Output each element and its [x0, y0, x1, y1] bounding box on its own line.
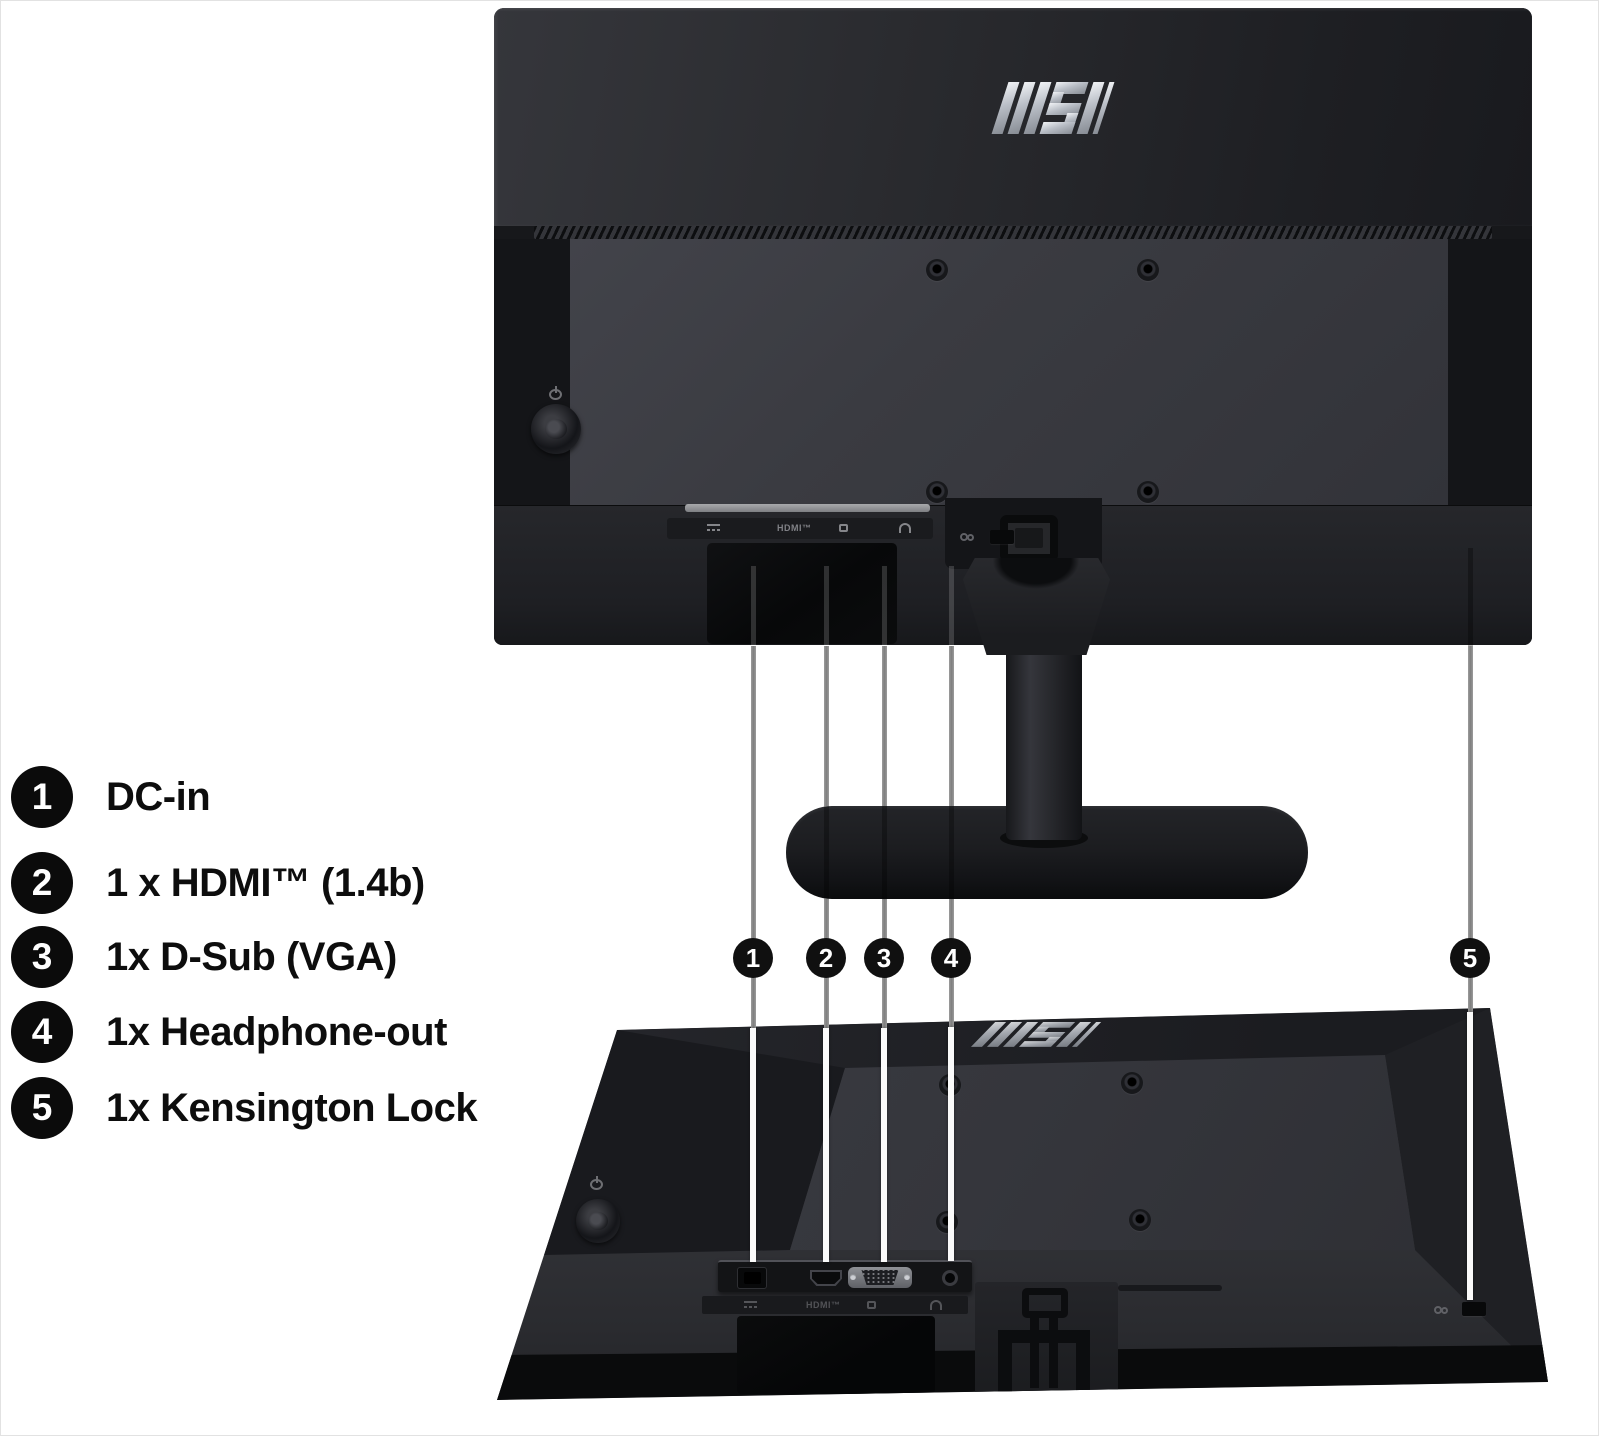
monitor-rear-view: HDMI™ — [494, 8, 1532, 645]
port-bay-cutout — [737, 1316, 935, 1394]
stand-neck — [963, 558, 1110, 655]
port-label-strip: HDMI™ — [667, 518, 933, 539]
hdmi-label: HDMI™ — [777, 523, 812, 533]
callout-line-4 — [948, 1027, 954, 1261]
hdmi-port — [810, 1270, 842, 1286]
callout-line-5 — [1467, 1012, 1473, 1300]
legend-item-dc-in: 1 DC-in — [11, 766, 211, 828]
callout-circle-1: 1 — [733, 938, 773, 978]
legend-label: 1 x HDMI™ (1.4b) — [106, 860, 425, 905]
vesa-screw-hole — [1129, 1209, 1151, 1231]
legend-item-dsub: 3 1x D-Sub (VGA) — [11, 926, 397, 988]
callout-circle-2: 2 — [806, 938, 846, 978]
port-label-strip: HDMI™ — [702, 1296, 968, 1314]
stand-leg — [1076, 1343, 1090, 1395]
callout-line-1 — [751, 566, 756, 646]
stand-crossbar — [998, 1330, 1090, 1343]
vesa-screw-hole — [1121, 1072, 1143, 1094]
dc-power-icon — [744, 1301, 757, 1309]
callout-line-4 — [949, 566, 954, 646]
callout-line-2 — [823, 1028, 829, 1262]
dc-in-port — [737, 1267, 767, 1289]
stand-column — [1006, 648, 1082, 840]
vesa-screw-hole — [1137, 481, 1159, 503]
legend-item-hdmi: 2 1 x HDMI™ (1.4b) — [11, 852, 425, 914]
monitor-upper-back — [494, 8, 1532, 226]
vesa-screw-hole — [936, 1211, 958, 1233]
callout-line-2 — [824, 566, 829, 646]
callout-line-2 — [824, 646, 829, 806]
legend-label: 1x Kensington Lock — [106, 1085, 478, 1130]
callout-line-3 — [882, 646, 887, 806]
callout-line-4 — [949, 806, 954, 899]
d-sub-vga-port — [848, 1267, 912, 1288]
monitor-rear-tilted-view: HDMI™ — [497, 1008, 1548, 1400]
legend-label: 1x D-Sub (VGA) — [106, 934, 397, 979]
legend-item-kensington: 5 1x Kensington Lock — [11, 1077, 478, 1139]
power-icon — [590, 1176, 603, 1190]
stand-leg — [998, 1343, 1012, 1395]
legend-number-badge: 4 — [11, 1001, 73, 1063]
dc-power-icon — [707, 524, 720, 532]
callout-line-5 — [1468, 548, 1473, 646]
kensington-lock-slot — [1462, 1302, 1486, 1316]
stand-rail — [1030, 1316, 1039, 1388]
callout-circle-4: 4 — [931, 938, 971, 978]
vesa-panel-tilted — [790, 1055, 1415, 1250]
kensington-lock-slot — [990, 530, 1014, 544]
msi-logo — [991, 80, 1115, 134]
port-bar — [718, 1260, 972, 1292]
headphone-icon — [930, 1300, 942, 1310]
vesa-screw-hole — [926, 259, 948, 281]
msi-logo — [970, 1021, 1102, 1047]
vesa-panel — [570, 239, 1448, 505]
power-joystick-button — [576, 1199, 620, 1243]
legend-label: 1x Headphone-out — [106, 1009, 447, 1054]
callout-line-3 — [881, 1028, 887, 1262]
stand-release-latch — [1022, 1288, 1068, 1318]
vesa-screw-hole — [926, 481, 948, 503]
legend-label: DC-in — [106, 774, 211, 819]
legend-number-badge: 3 — [11, 926, 73, 988]
kensington-lock-icon — [1434, 1305, 1456, 1315]
callout-line-1 — [750, 1028, 756, 1262]
callout-line-3 — [882, 806, 887, 899]
monitor-mid-back — [494, 239, 1532, 505]
callout-line-5 — [1468, 646, 1473, 1012]
d-sub-icon — [867, 1301, 876, 1309]
callout-line-1 — [751, 646, 756, 1028]
callout-line-3 — [882, 566, 887, 646]
kensington-lock-icon — [960, 532, 982, 542]
stand-rail — [1049, 1316, 1058, 1388]
legend-number-badge: 2 — [11, 852, 73, 914]
callout-circle-3: 3 — [864, 938, 904, 978]
port-recess-edge — [685, 504, 930, 512]
d-sub-icon — [839, 524, 848, 532]
hdmi-label: HDMI™ — [806, 1300, 841, 1310]
legend-number-badge: 5 — [11, 1077, 73, 1139]
power-joystick-button — [531, 404, 581, 454]
folded-stand-recess — [975, 1282, 1118, 1400]
vent-strip — [534, 226, 1492, 239]
legend-item-headphone: 4 1x Headphone-out — [11, 1001, 447, 1063]
callout-line-2 — [824, 806, 829, 899]
power-icon — [549, 386, 562, 400]
legend-number-badge: 1 — [11, 766, 73, 828]
vesa-screw-hole — [1137, 259, 1159, 281]
headphone-out-port — [942, 1270, 958, 1286]
callout-circle-5: 5 — [1450, 938, 1490, 978]
callout-line-4 — [949, 646, 954, 806]
bottom-groove — [1118, 1285, 1222, 1291]
port-bay-cutout — [707, 543, 897, 644]
headphone-icon — [899, 523, 911, 533]
